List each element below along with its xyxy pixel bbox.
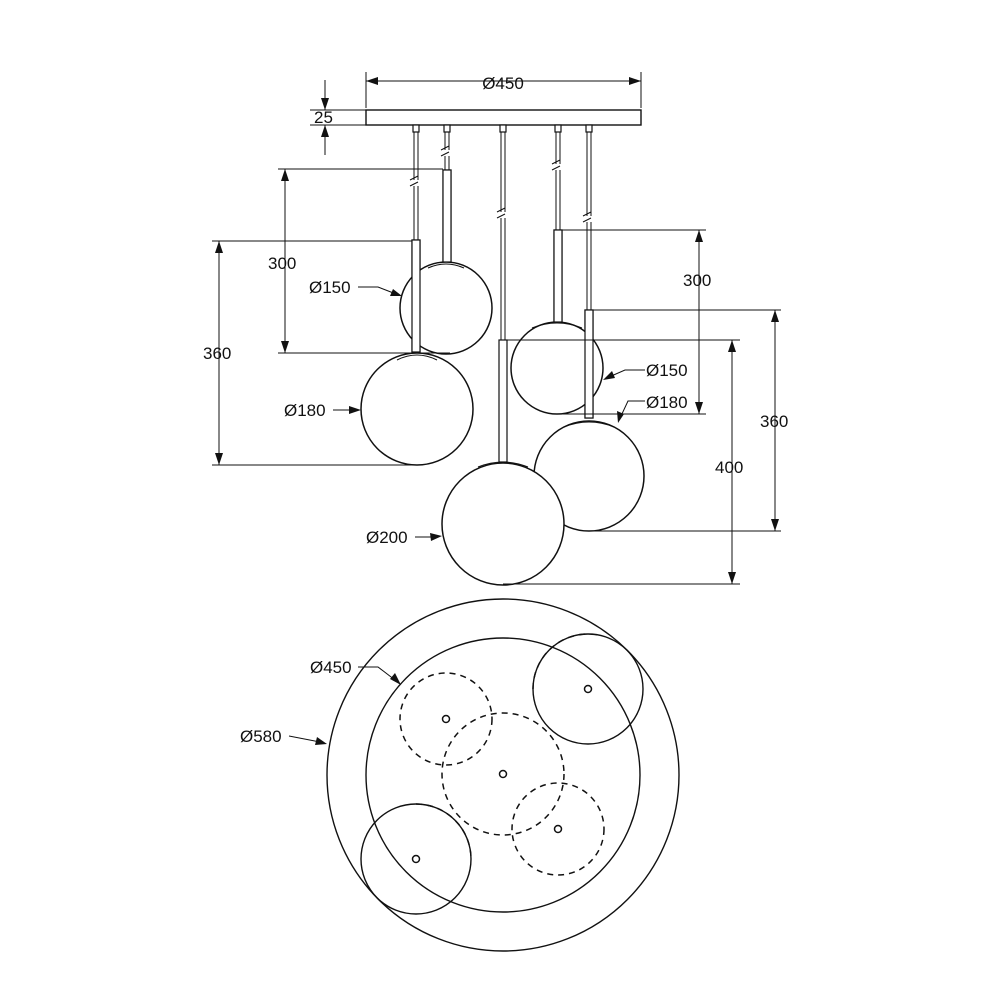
right-center-drop-label: 400 <box>715 458 743 477</box>
globe-lower-left <box>360 352 474 466</box>
canopy-diameter-label: Ø450 <box>482 74 524 93</box>
canopy-thickness-label: 25 <box>314 108 333 127</box>
globe-upper-right-label: Ø150 <box>646 361 688 380</box>
canopy-thickness-dimension: 25 <box>310 80 366 155</box>
plan-outer-label: Ø580 <box>240 727 282 746</box>
outer-footprint-circle <box>326 598 680 952</box>
cable-points <box>411 684 593 864</box>
cable-mounts <box>412 124 593 133</box>
left-short-drop-label: 300 <box>268 254 296 273</box>
left-short-drop-dimension: 300 <box>268 168 450 354</box>
globe-lower-left-label: Ø180 <box>284 401 326 420</box>
left-long-drop-label: 360 <box>203 344 231 363</box>
globe-center-label: Ø200 <box>366 528 408 547</box>
globe-callouts: Ø150 Ø180 Ø200 Ø150 Ø180 <box>284 278 688 547</box>
right-center-drop-dimension: 400 <box>503 339 743 585</box>
plan-canopy-label: Ø450 <box>310 658 352 677</box>
right-short-drop-dimension: 300 <box>557 229 711 415</box>
globes <box>360 169 645 586</box>
plan-globe-center-hidden <box>441 712 565 836</box>
globe-upper-left-label: Ø150 <box>309 278 351 297</box>
plan-view: Ø450 Ø580 <box>240 598 680 952</box>
canopy-diameter-dimension: Ø450 <box>365 72 642 108</box>
plan-globe-lower-right-hidden <box>511 782 605 876</box>
globe-center <box>441 462 565 586</box>
right-long-drop-label: 360 <box>760 412 788 431</box>
globe-lower-right-label: Ø180 <box>646 393 688 412</box>
canopy-plate <box>365 109 642 126</box>
plan-globe-upper-left-hidden <box>399 672 493 766</box>
elevation-view: Ø450 25 <box>203 72 788 586</box>
right-long-drop-dimension: 360 <box>589 309 788 532</box>
left-long-drop-dimension: 360 <box>203 240 417 466</box>
canopy-plan-circle <box>365 637 641 913</box>
right-short-drop-label: 300 <box>683 271 711 290</box>
